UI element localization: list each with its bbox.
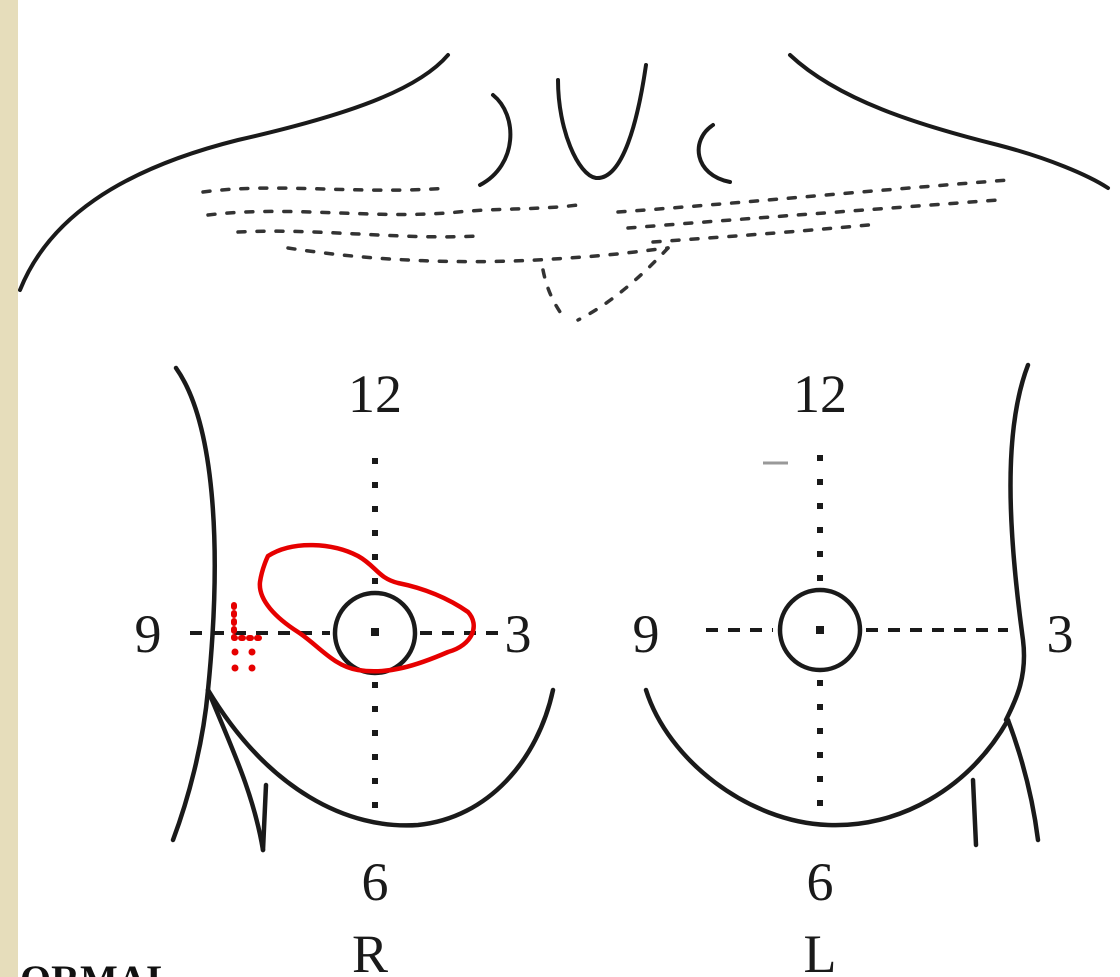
left-label-9: 9 <box>633 604 660 664</box>
left-shoulder-line <box>20 55 448 290</box>
neck-center-mark <box>558 65 646 178</box>
right-breast-clock: 12 9 3 6 R <box>135 364 532 977</box>
right-side-label: R <box>352 924 388 977</box>
right-breast-curve <box>208 690 553 825</box>
left-chest-outer <box>1008 720 1038 840</box>
cut-off-caption: ORMAL <box>20 957 173 977</box>
breast-contours <box>173 365 1038 850</box>
right-chest-side <box>173 368 215 840</box>
red-dot-cluster <box>232 649 256 672</box>
left-lower-fold <box>973 780 976 845</box>
right-shoulder-line <box>790 55 1108 188</box>
left-breast-curve <box>646 690 1008 825</box>
right-chest-inner <box>208 690 263 850</box>
neck-right-mark <box>699 125 730 182</box>
left-label-3: 3 <box>1047 604 1074 664</box>
red-lesion-outline <box>260 545 474 671</box>
right-lower-fold <box>263 785 266 850</box>
left-label-12: 12 <box>793 364 847 424</box>
diagram-paper: 12 9 3 6 R 12 9 3 6 L ORMAL <box>18 0 1120 977</box>
right-nipple-center <box>371 628 379 636</box>
lymph-node-dotted-lines <box>203 180 1008 320</box>
left-chest-side <box>1006 365 1028 720</box>
red-annotation <box>234 545 474 671</box>
left-breast-clock: 12 9 3 6 L <box>633 364 1074 977</box>
breast-clock-diagram: 12 9 3 6 R 12 9 3 6 L ORMAL <box>18 0 1120 977</box>
right-label-9: 9 <box>135 604 162 664</box>
right-label-12: 12 <box>348 364 402 424</box>
neck-left-mark <box>480 95 510 185</box>
left-label-6: 6 <box>807 852 834 912</box>
right-label-6: 6 <box>362 852 389 912</box>
left-side-label: L <box>804 924 837 977</box>
left-nipple-center <box>816 626 824 634</box>
torso-outline <box>20 55 1108 290</box>
right-label-3: 3 <box>505 604 532 664</box>
